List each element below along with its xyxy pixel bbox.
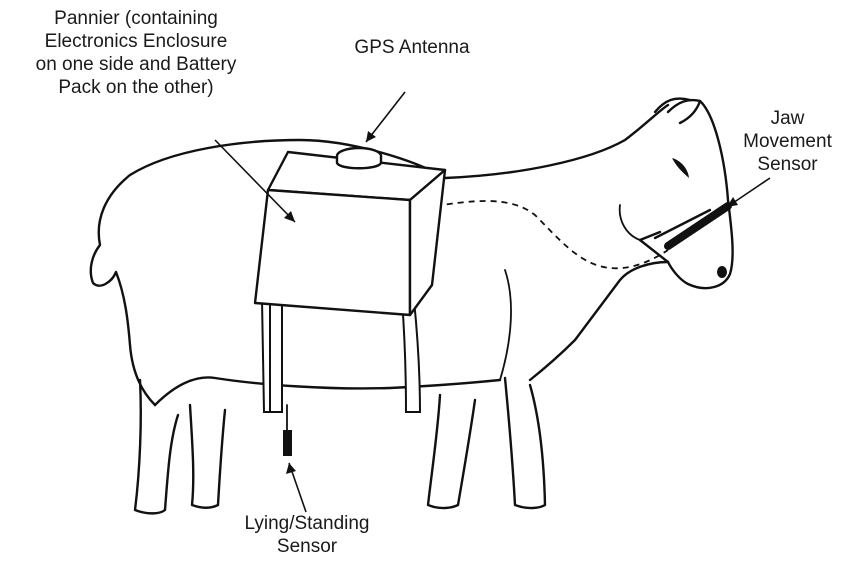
jaw-label-line-2: Movement (730, 130, 845, 153)
jaw-label-line-1: Jaw (730, 107, 845, 130)
sheep-face-wool (620, 205, 640, 240)
pannier-label-line-2: Electronics Enclosure (2, 30, 270, 53)
pannier-label-line-1: Pannier (containing (2, 7, 270, 30)
sheep-back-leg-inner (190, 405, 225, 508)
arrow-gps (366, 92, 405, 142)
pannier-label-line-3: on one side and Battery (2, 53, 270, 76)
sheep-shoulder (500, 270, 511, 380)
arrow-jaw (727, 178, 770, 207)
sheep-nose (717, 266, 727, 278)
arrow-lying (286, 463, 306, 512)
lying-label-line-2: Sensor (222, 535, 392, 558)
gps-antenna-side (337, 156, 381, 168)
lying-standing-sensor (283, 430, 292, 456)
pannier-label-line-4: Pack on the other) (2, 76, 270, 99)
sheep-ear (668, 100, 700, 123)
pannier-front (255, 190, 410, 315)
pannier-label: Pannier (containing Electronics Enclosur… (2, 7, 270, 99)
sheep-front-leg-front (505, 378, 545, 508)
sheep-chest (530, 262, 668, 380)
lying-label-line-1: Lying/Standing (222, 512, 392, 535)
halter-noseband (640, 240, 668, 262)
lying-standing-label: Lying/Standing Sensor (222, 512, 392, 558)
sheep-neck-top (445, 105, 668, 178)
gps-label-line-1: GPS Antenna (332, 36, 492, 59)
jaw-label-line-3: Sensor (730, 153, 845, 176)
gps-antenna-label: GPS Antenna (332, 36, 492, 59)
jaw-sensor-label: Jaw Movement Sensor (730, 107, 845, 176)
pannier-strap-mid (270, 300, 282, 412)
sheep-back-leg-outer (135, 380, 178, 513)
pannier-strap-right (402, 300, 420, 412)
sheep-eye (672, 158, 689, 178)
sheep-front-leg-back (428, 395, 475, 508)
sheep-head (668, 101, 733, 288)
sheep-belly (155, 377, 500, 405)
